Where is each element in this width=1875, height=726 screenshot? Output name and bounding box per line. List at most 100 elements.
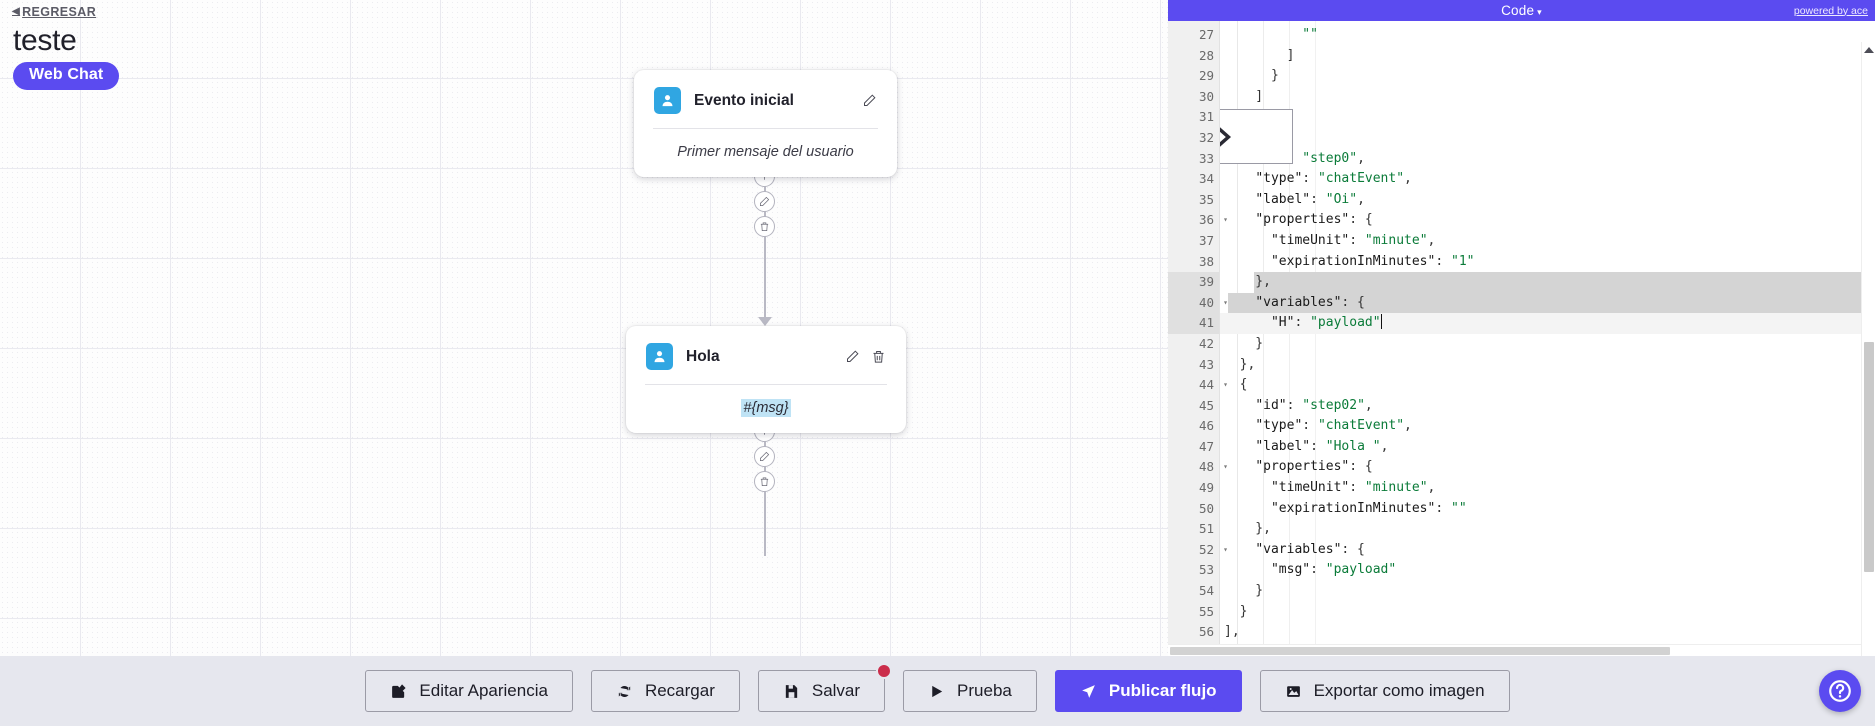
edit-icon[interactable] <box>862 93 877 108</box>
line-number[interactable]: 32▾ <box>1168 128 1228 149</box>
code-line[interactable]: "H": "payload" <box>1220 313 1875 334</box>
line-number[interactable]: 51 <box>1198 521 1214 537</box>
code-line[interactable]: "id": "step0", <box>1255 150 1365 166</box>
line-number[interactable]: 34 <box>1198 171 1214 187</box>
back-link[interactable]: ◀ REGRESAR <box>12 5 96 19</box>
line-number[interactable]: 35 <box>1198 191 1214 207</box>
code-editor-title-group[interactable]: Code▾ <box>1168 3 1875 18</box>
editor-horizontal-scrollbar[interactable] <box>1168 644 1861 656</box>
code-fold-widget[interactable] <box>1220 109 1293 164</box>
line-number[interactable]: 43 <box>1198 356 1214 372</box>
save-button[interactable]: Salvar <box>757 663 893 712</box>
code-line[interactable]: "type": "chatEvent", <box>1255 171 1412 187</box>
line-number[interactable]: 31 <box>1198 109 1214 125</box>
line-number[interactable]: 41 <box>1168 313 1219 334</box>
code-line[interactable]: "" <box>1302 27 1318 42</box>
line-number[interactable]: 50 <box>1198 500 1214 516</box>
node-actions <box>862 93 877 108</box>
line-number[interactable]: 39 <box>1168 272 1219 293</box>
scroll-up-arrow-icon[interactable] <box>1864 47 1874 53</box>
line-number[interactable]: 56 <box>1198 624 1214 640</box>
chevron-down-icon[interactable]: ▾ <box>1537 7 1542 17</box>
line-number[interactable]: 33 <box>1198 150 1214 166</box>
bottom-toolbar: Editar Apariencia Recargar Salvar Prueba… <box>0 656 1875 726</box>
edit-connector-button[interactable] <box>754 191 775 212</box>
line-number[interactable]: 47 <box>1198 438 1214 454</box>
line-number[interactable]: 30 <box>1198 88 1214 104</box>
scrollbar-thumb[interactable] <box>1170 647 1670 655</box>
code-line[interactable]: "timeUnit": "minute", <box>1270 480 1436 496</box>
export-image-button[interactable]: Exportar como imagen <box>1259 670 1510 712</box>
line-number[interactable]: 38 <box>1198 253 1214 269</box>
code-line[interactable]: "variables": { <box>1255 541 1365 557</box>
line-number[interactable]: 52▾ <box>1168 540 1228 561</box>
code-line[interactable]: "variables": { <box>1255 294 1365 310</box>
connector-initial-to-hola <box>758 166 772 326</box>
line-number[interactable]: 45 <box>1198 397 1214 413</box>
code-line[interactable]: ] <box>1224 47 1295 63</box>
line-number[interactable]: 27 <box>1198 27 1214 42</box>
code-line[interactable]: "id": "step02", <box>1255 397 1373 413</box>
scrollbar-thumb[interactable] <box>1864 342 1874 572</box>
line-number[interactable]: 46 <box>1198 418 1214 434</box>
divider <box>645 384 887 385</box>
trash-icon[interactable] <box>871 349 886 364</box>
line-number[interactable]: 48▾ <box>1168 457 1228 478</box>
node-body-text: #{msg} <box>626 385 906 433</box>
code-line[interactable]: "expirationInMinutes": "1" <box>1270 253 1475 269</box>
code-line[interactable]: } <box>1224 335 1264 351</box>
code-line[interactable]: }, <box>1224 356 1256 372</box>
line-number[interactable]: 29 <box>1198 68 1214 84</box>
code-editor-panel[interactable]: Code▾ powered by ace 27 28 29 30 31 32▾33 34 35… <box>1168 0 1875 656</box>
divider <box>653 128 878 129</box>
code-line[interactable]: "timeUnit": "minute", <box>1270 232 1436 248</box>
code-line[interactable]: "type": "chatEvent", <box>1255 418 1412 434</box>
line-number[interactable]: 28 <box>1198 47 1214 63</box>
flow-canvas[interactable]: ◀ REGRESAR teste Web Chat <box>0 0 1168 656</box>
edit-appearance-button[interactable]: Editar Apariencia <box>365 670 573 712</box>
line-number[interactable]: 37 <box>1198 232 1214 248</box>
flow-node-evento-inicial[interactable]: Evento inicial Primer mensaje del usuari… <box>634 70 897 177</box>
reload-button[interactable]: Recargar <box>590 670 740 712</box>
code-line[interactable]: } <box>1224 603 1248 619</box>
line-number[interactable]: 54 <box>1198 583 1214 599</box>
code-line[interactable]: }, <box>1224 274 1271 290</box>
delete-connector-button[interactable] <box>754 471 775 492</box>
code-content[interactable]: "" ] } ] }, { "id": "step0", "type": "ch… <box>1220 21 1875 656</box>
code-line[interactable]: "label": "Oi", <box>1255 191 1365 207</box>
text-cursor <box>1380 314 1383 330</box>
line-number[interactable]: 42 <box>1198 335 1214 351</box>
save-icon <box>785 684 798 698</box>
code-line[interactable]: "expirationInMinutes": "" <box>1270 500 1467 516</box>
code-line[interactable]: }, <box>1224 521 1271 537</box>
line-number[interactable]: 49 <box>1198 480 1214 496</box>
ace-credit-link[interactable]: powered by ace <box>1793 4 1868 17</box>
code-line[interactable]: }, <box>1220 107 1875 128</box>
code-line[interactable]: "msg": "payload" <box>1270 562 1397 578</box>
test-button[interactable]: Prueba <box>903 670 1037 712</box>
code-line[interactable]: ], <box>1224 624 1240 640</box>
line-number[interactable]: 44▾ <box>1168 375 1228 396</box>
code-line[interactable]: { <box>1220 128 1875 149</box>
line-number[interactable]: 53 <box>1198 562 1214 578</box>
code-line[interactable]: "properties": { <box>1255 459 1373 475</box>
flow-node-hola[interactable]: Hola #{msg} <box>626 326 906 433</box>
line-number[interactable]: 40▾ <box>1168 292 1228 314</box>
line-number[interactable]: 36▾ <box>1168 210 1228 231</box>
code-line[interactable]: "properties": { <box>1255 212 1373 228</box>
edit-connector-button[interactable] <box>754 446 775 467</box>
edit-icon[interactable] <box>845 349 860 364</box>
editor-vertical-scrollbar[interactable] <box>1861 42 1875 656</box>
code-line[interactable]: "label": "Hola ", <box>1255 438 1389 454</box>
line-number[interactable]: 55 <box>1198 603 1214 619</box>
code-line[interactable]: } <box>1224 583 1264 599</box>
delete-connector-button[interactable] <box>754 216 775 237</box>
publish-flow-button[interactable]: Publicar flujo <box>1054 670 1242 712</box>
code-line[interactable]: { <box>1224 377 1248 393</box>
code-line[interactable]: } <box>1224 68 1279 84</box>
code-line[interactable]: ] <box>1224 88 1264 104</box>
help-button[interactable] <box>1819 670 1861 712</box>
node-actions <box>845 349 886 364</box>
